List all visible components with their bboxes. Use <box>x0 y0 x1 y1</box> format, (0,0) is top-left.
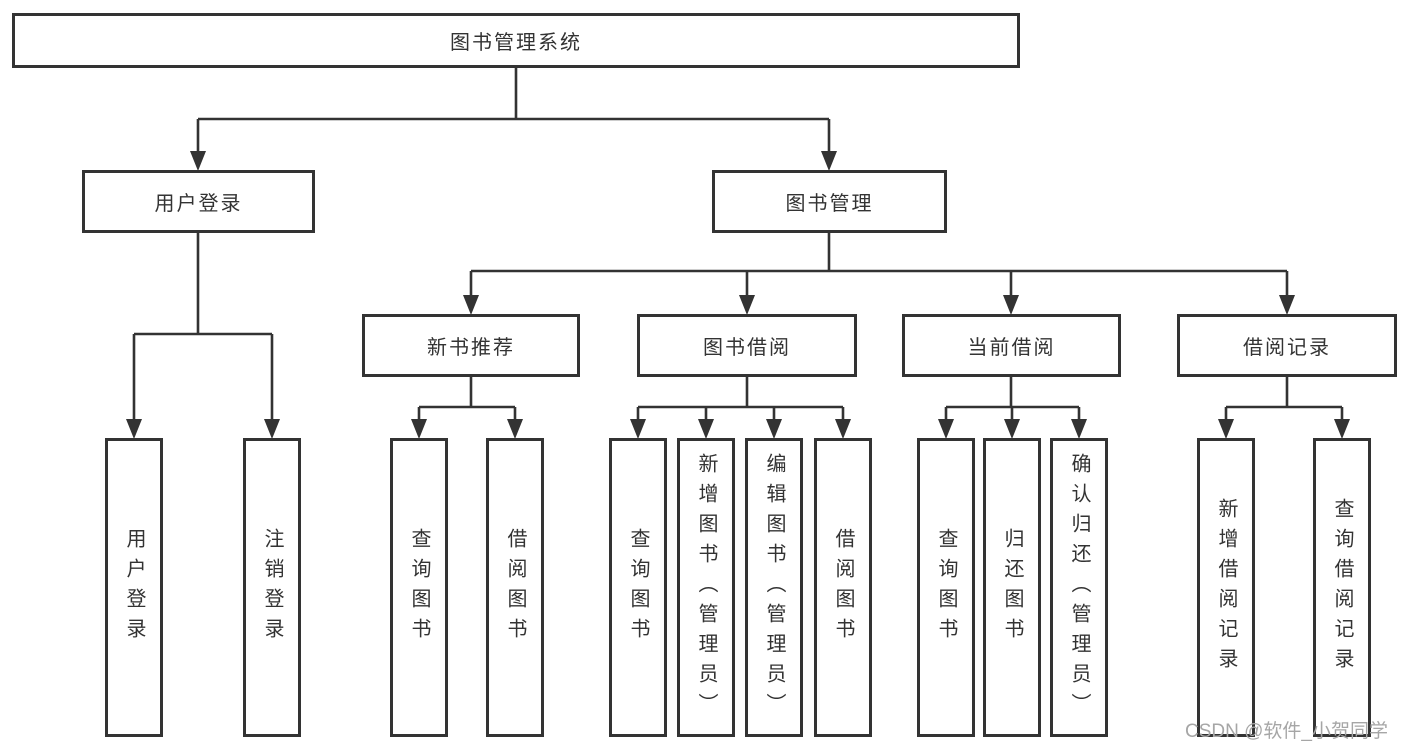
leaf-recommend-query-book-label: 查询图书 <box>408 527 430 648</box>
node-book-borrow-label: 图书借阅 <box>703 337 791 359</box>
leaf-user-login-label: 用户登录 <box>123 527 145 648</box>
leaf-add-borrow-record-label: 新增借阅记录 <box>1215 497 1237 678</box>
leaf-recommend-borrow-book-label: 借阅图书 <box>504 527 526 648</box>
leaf-return-book-label: 归还图书 <box>1001 527 1023 648</box>
node-borrow-record: 借阅记录 <box>1177 314 1397 377</box>
leaf-query-borrow-record: 查询借阅记录 <box>1313 438 1371 737</box>
leaf-current-query-book-label: 查询图书 <box>935 527 957 648</box>
node-book-management: 图书管理 <box>712 170 947 233</box>
node-book-management-label: 图书管理 <box>785 193 874 215</box>
leaf-borrow-query-book-label: 查询图书 <box>627 527 649 648</box>
node-current-borrow: 当前借阅 <box>902 314 1121 377</box>
arrowhead-icons <box>126 151 1350 439</box>
csdn-watermark: CSDN @软件_小贺同学 <box>1185 721 1388 742</box>
node-root: 图书管理系统 <box>12 13 1020 68</box>
leaf-recommend-query-book: 查询图书 <box>390 438 448 737</box>
leaf-current-query-book: 查询图书 <box>917 438 975 737</box>
leaf-borrow-book-label: 借阅图书 <box>832 527 854 648</box>
leaf-add-borrow-record: 新增借阅记录 <box>1197 438 1255 737</box>
leaf-user-login: 用户登录 <box>105 438 163 737</box>
leaf-logout-label: 注销登录 <box>261 527 283 648</box>
node-new-book-recommend-label: 新书推荐 <box>427 337 515 359</box>
node-user-login: 用户登录 <box>82 170 315 233</box>
leaf-add-book-admin: 新增图书（管理员） <box>677 438 735 737</box>
node-new-book-recommend: 新书推荐 <box>362 314 580 377</box>
node-current-borrow-label: 当前借阅 <box>967 337 1056 359</box>
leaf-confirm-return-admin-label: 确认归还（管理员） <box>1068 452 1090 723</box>
node-book-borrow: 图书借阅 <box>637 314 857 377</box>
leaf-confirm-return-admin: 确认归还（管理员） <box>1050 438 1108 737</box>
leaf-recommend-borrow-book: 借阅图书 <box>486 438 544 737</box>
node-user-login-label: 用户登录 <box>154 193 243 215</box>
leaf-edit-book-admin: 编辑图书（管理员） <box>745 438 803 737</box>
leaf-logout: 注销登录 <box>243 438 301 737</box>
leaf-borrow-book: 借阅图书 <box>814 438 872 737</box>
node-root-label: 图书管理系统 <box>450 32 582 54</box>
leaf-borrow-query-book: 查询图书 <box>609 438 667 737</box>
leaf-edit-book-admin-label: 编辑图书（管理员） <box>763 452 785 723</box>
node-borrow-record-label: 借阅记录 <box>1243 337 1331 359</box>
leaf-add-book-admin-label: 新增图书（管理员） <box>695 452 717 723</box>
leaf-return-book: 归还图书 <box>983 438 1041 737</box>
leaf-query-borrow-record-label: 查询借阅记录 <box>1331 497 1353 678</box>
